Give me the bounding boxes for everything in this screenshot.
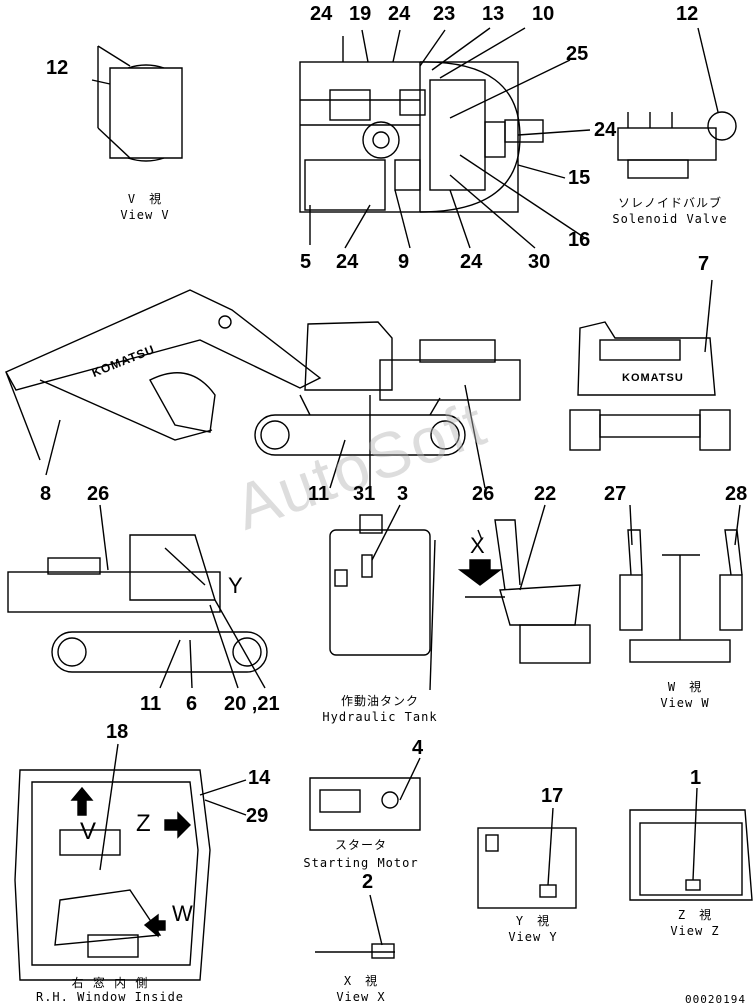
- callout-10: 10: [532, 3, 555, 25]
- caption-view-z-jp: Z 視: [677, 908, 713, 922]
- callout-27: 27: [604, 483, 627, 505]
- excavator-side-view: [5, 289, 521, 489]
- view-x-lever: [315, 894, 395, 959]
- callout-18: 18: [106, 721, 129, 743]
- callout-24: 24: [336, 251, 359, 273]
- callout-31: 31: [353, 483, 376, 505]
- callout-26: 26: [472, 483, 495, 505]
- callout-12-view-v: 12: [46, 57, 69, 79]
- caption-view-z-en: View Z: [670, 924, 720, 938]
- view-v-decal: [91, 45, 183, 162]
- callout-12-solenoid: 12: [676, 3, 699, 25]
- view-y: [477, 807, 577, 909]
- view-letter-x: X: [470, 533, 485, 558]
- view-z: [629, 787, 753, 901]
- callout-2: 2: [362, 871, 374, 893]
- caption-view-y-jp: Y 視: [515, 914, 551, 928]
- callout-9: 9: [398, 251, 410, 273]
- starting-motor: [309, 757, 421, 831]
- view-letter-z: Z: [136, 810, 151, 837]
- caption-view-w-en: View W: [660, 696, 710, 710]
- caption-starter-jp: スタータ: [334, 838, 387, 852]
- machine-left-view: [7, 504, 268, 689]
- callout-16: 16: [568, 229, 591, 251]
- callout-5: 5: [300, 251, 312, 273]
- callout-26: 26: [87, 483, 110, 505]
- caption-rh-window-jp: 右 窓 内 側: [71, 976, 149, 990]
- caption-view-w-jp: W 視: [667, 680, 703, 694]
- caption-view-v-jp: V 視: [127, 192, 163, 206]
- caption-solenoid-jp: ソレノイドバルブ: [617, 196, 722, 210]
- caption-view-x-en: View X: [336, 990, 386, 1004]
- caption-starter-en: Starting Motor: [303, 856, 419, 870]
- hydraulic-tank: [329, 504, 436, 691]
- callout-30: 30: [528, 251, 551, 273]
- callout-3: 3: [397, 483, 409, 505]
- callout-22: 22: [534, 483, 557, 505]
- callout-6: 6: [186, 693, 198, 715]
- top-plan-view: [299, 27, 591, 249]
- callout-24: 24: [310, 3, 333, 25]
- callout-17: 17: [541, 785, 564, 807]
- rh-window-inside: [14, 743, 247, 981]
- callout-23: 23: [433, 3, 456, 25]
- excavator-rear-view: [569, 279, 731, 451]
- caption-view-x-jp: X 視: [343, 974, 379, 988]
- caption-solenoid-en: Solenoid Valve: [612, 212, 728, 226]
- callout-19: 19: [349, 3, 372, 25]
- view-letter-y: Y: [228, 573, 243, 598]
- callout-24: 24: [594, 119, 617, 141]
- callout-14: 14: [248, 767, 271, 789]
- control-lever-view-x: [457, 504, 591, 664]
- document-number: 00020194: [685, 993, 746, 1006]
- callout-1: 1: [690, 767, 702, 789]
- view-letter-w: W: [172, 901, 193, 926]
- callout-28: 28: [725, 483, 748, 505]
- view-w: [619, 504, 743, 663]
- caption-tank-jp: 作動油タンク: [340, 694, 419, 708]
- callout-11: 11: [308, 483, 330, 505]
- callout-11: 11: [140, 693, 162, 715]
- callout-4: 4: [412, 737, 424, 759]
- caption-view-v-en: View V: [120, 208, 170, 222]
- callout-25: 25: [566, 43, 589, 65]
- view-letter-v: V: [80, 818, 97, 845]
- caption-tank-en: Hydraulic Tank: [322, 710, 438, 724]
- callout-29: 29: [246, 805, 269, 827]
- caption-rh-window-en: R.H. Window Inside: [35, 990, 185, 1004]
- callout-7: 7: [698, 253, 710, 275]
- callout-20-21: 20 ,21: [224, 693, 280, 715]
- rear-logo: KOMATSU: [622, 372, 684, 384]
- callout-8: 8: [40, 483, 52, 505]
- solenoid-valve: [617, 27, 737, 179]
- callout-24: 24: [460, 251, 483, 273]
- callout-24: 24: [388, 3, 411, 25]
- callout-15: 15: [568, 167, 591, 189]
- callout-13: 13: [482, 3, 505, 25]
- caption-view-y-en: View Y: [508, 930, 558, 944]
